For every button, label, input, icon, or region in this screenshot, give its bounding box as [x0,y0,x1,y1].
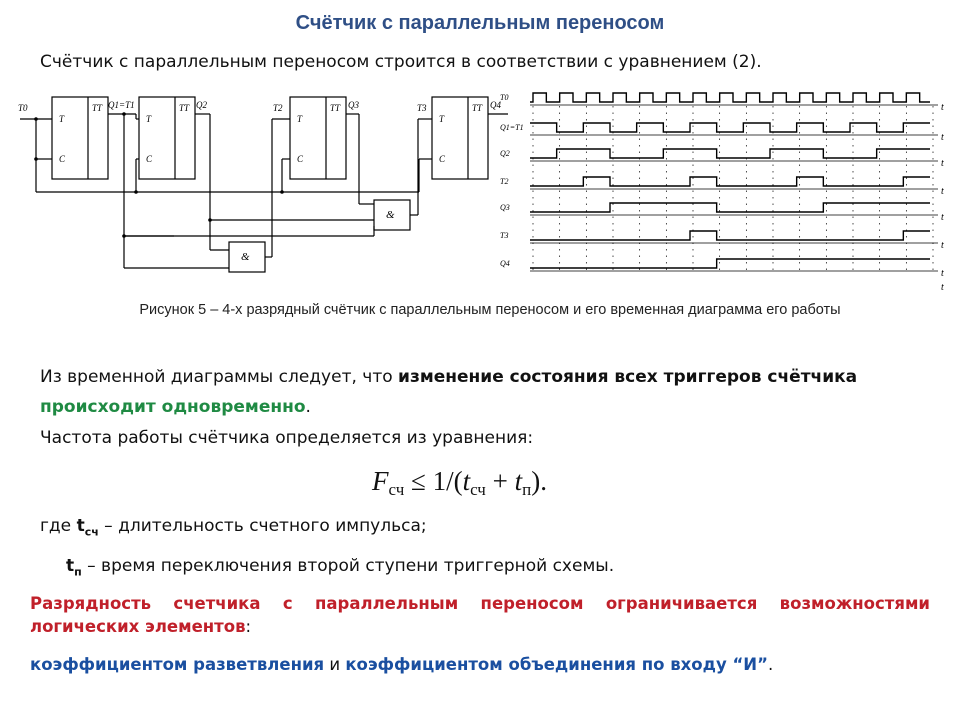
trace-q1 [530,122,930,133]
tsch-definition: где tсч – длительность счетного импульса… [40,516,427,539]
slide-title: Счётчик с параллельным переносом [295,12,665,34]
factor-fanin: коэффициентом объединения по входу “И” [345,655,768,674]
circuit-label-q4: Q4 [490,100,501,110]
circuit-label-q2: Q2 [196,100,207,110]
trigger-4-t: T [439,114,445,124]
trigger-1 [51,96,109,180]
signal-label: T3 [500,231,508,240]
signal-label: Q1=T1 [500,123,524,132]
conclusion-lead: Из временной диаграммы следует, что [40,367,399,387]
circuit-label-t3: T3 [417,103,427,113]
tp-definition: tп – время переключения второй ступени т… [66,556,615,579]
signal-label: Q3 [500,203,510,212]
signal-label: T2 [500,177,508,186]
axis-label-t: t [941,240,944,251]
trace-q4 [530,258,930,269]
factors-text: коэффициентом разветвления и коэффициент… [30,655,774,674]
intro-text: Счётчик с параллельным переносом строитс… [40,52,762,72]
conclusion-green: происходит одновременно [40,397,306,417]
trigger-2 [138,96,196,180]
frequency-text: Частота работы счётчика определяется из … [40,428,534,448]
signal-label: Q2 [500,149,510,158]
trace-q3 [530,202,930,213]
figure-caption: Рисунок 5 – 4-х разрядный счётчик с пара… [139,302,841,318]
trace-t0 [530,92,930,103]
trigger-1-tt: TT [92,103,103,113]
limit-text-line2: логических элементов: [30,617,252,636]
axis-label-t: t [941,186,944,197]
trace-q2 [530,148,930,159]
conclusion-text: Из временной диаграммы следует, что изме… [40,362,940,422]
conclusion-bold: изменение состояния всех триггеров счётч… [398,367,858,387]
frequency-formula: Fсч ≤ 1/(tсч + tп). [372,466,547,499]
axis-label-t: t [941,102,944,113]
trace-t3 [530,230,930,241]
circuit-diagram: T0 Q1=T1 Q2 T2 Q3 T3 Q4 T C TT T C TT T … [18,96,508,273]
factor-fanout: коэффициентом разветвления [30,655,325,674]
circuit-label-t2: T2 [273,103,283,113]
limit-text: Разрядность счетчика с параллельным пере… [30,594,930,613]
and-gate-1-label: & [386,209,395,221]
circuit-label-q3: Q3 [348,100,359,110]
trigger-1-t: T [59,114,65,124]
trigger-3-c: C [297,154,304,164]
trigger-4-c: C [439,154,446,164]
trigger-2-t: T [146,114,152,124]
circuit-label-t0: T0 [18,103,28,113]
trigger-4-tt: TT [472,103,483,113]
trigger-3 [289,96,347,180]
trigger-3-tt: TT [330,103,341,113]
conclusion-end: . [305,397,311,417]
signal-label: Q4 [500,259,510,268]
trigger-4 [431,96,489,180]
axis-label-t: t [941,268,944,279]
trigger-2-c: C [146,154,153,164]
axis-label-t: t [941,282,944,293]
axis-label-t: t [941,158,944,169]
signal-label: T0 [500,93,508,102]
trigger-2-tt: TT [179,103,190,113]
trigger-3-t: T [297,114,303,124]
trace-t2 [530,176,930,187]
axis-label-t: t [941,132,944,143]
trigger-1-c: C [59,154,66,164]
axis-label-t: t [941,212,944,223]
circuit-label-q1: Q1=T1 [108,100,135,110]
and-gate-2-label: & [241,251,250,263]
